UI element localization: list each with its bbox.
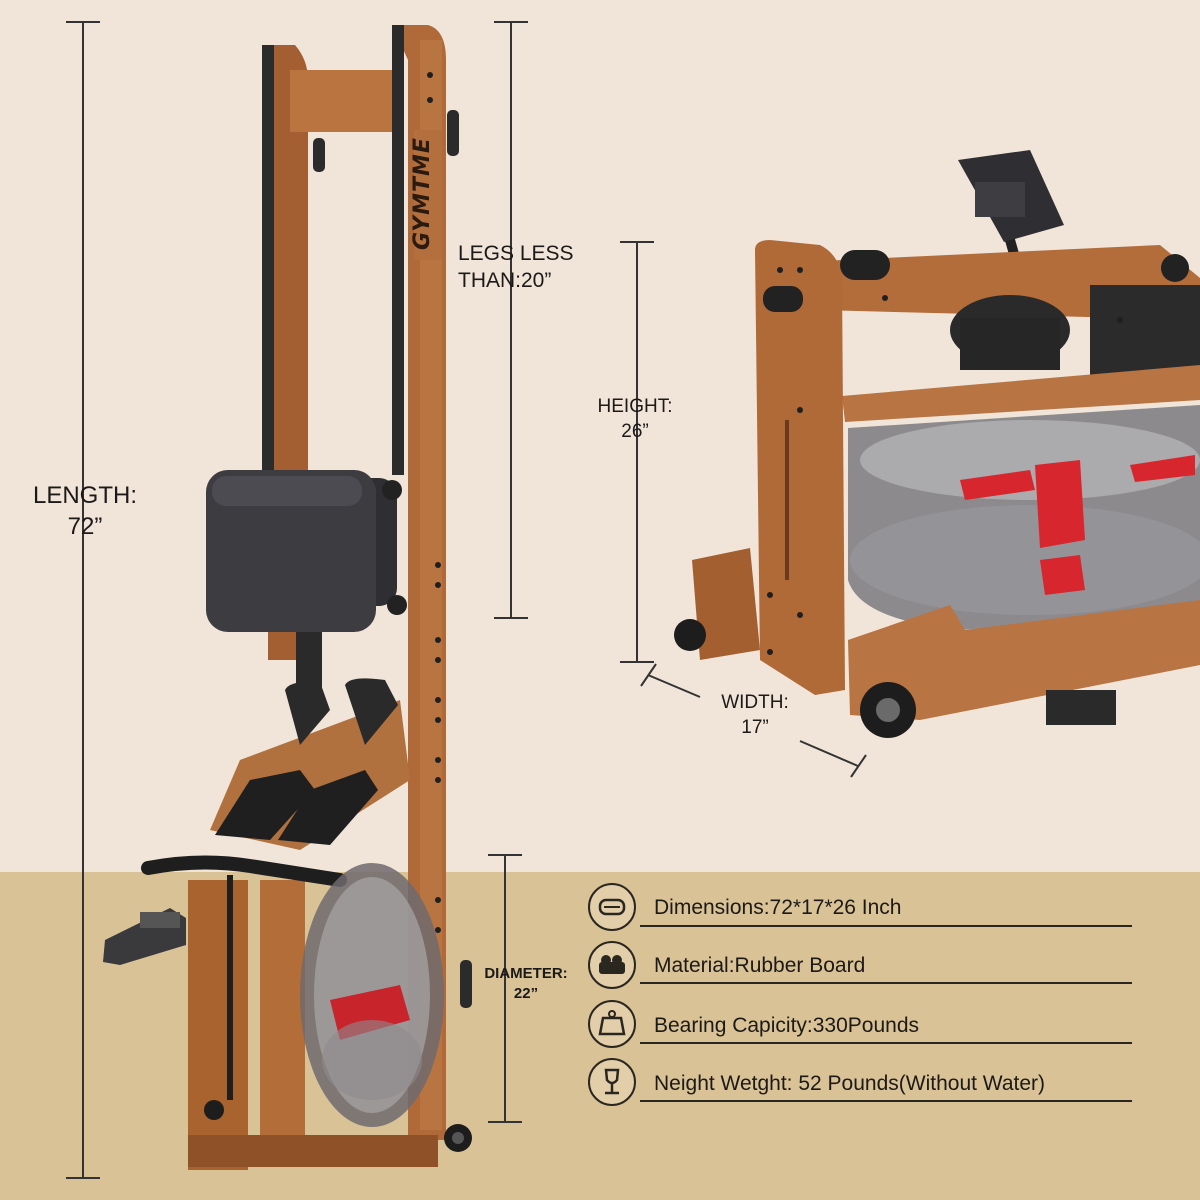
length-dimension-line bbox=[66, 21, 100, 1179]
spec-capacity-divider bbox=[640, 1042, 1132, 1044]
diameter-dimension-line bbox=[488, 854, 522, 1123]
spec-weight-text: Neight Wetght: 52 Pounds(Without Water) bbox=[654, 1072, 1046, 1095]
legs-label-value: THAN:20” bbox=[458, 269, 552, 293]
spec-dimensions-divider bbox=[640, 925, 1132, 927]
spec-capacity-text: Bearing Capicity:330Pounds bbox=[654, 1014, 920, 1037]
width-dimension-line bbox=[640, 663, 867, 778]
height-label-title: HEIGHT: bbox=[597, 396, 673, 417]
legs-label-title: LEGS LESS bbox=[458, 242, 574, 265]
spec-material-text: Material:Rubber Board bbox=[654, 954, 866, 977]
width-label-value: 17” bbox=[741, 716, 769, 738]
dimensions-icon bbox=[588, 883, 636, 931]
spec-dimensions-text: Dimensions:72*17*26 Inch bbox=[654, 896, 902, 919]
spec-weight-divider bbox=[640, 1100, 1132, 1102]
width-label: WIDTH: 17” bbox=[690, 691, 820, 740]
spec-material-divider bbox=[640, 982, 1132, 984]
diameter-label-value: 22” bbox=[513, 984, 539, 1002]
length-label: LENGTH: 72” bbox=[10, 480, 160, 542]
legs-label: LEGS LESS THAN:20” bbox=[458, 240, 574, 295]
brand-logo: GYMTME bbox=[410, 137, 450, 250]
height-label: HEIGHT: 26” bbox=[570, 395, 700, 444]
flat-rower-closeup bbox=[674, 150, 1200, 738]
diameter-label-title: DIAMETER: bbox=[484, 965, 568, 982]
legs-dimension-line bbox=[494, 21, 528, 619]
net-weight-icon bbox=[588, 1058, 636, 1106]
length-label-title: LENGTH: bbox=[32, 482, 137, 509]
width-label-title: WIDTH: bbox=[721, 692, 789, 713]
brand-logo-text: GYMTME bbox=[410, 137, 435, 250]
height-dimension-line bbox=[620, 241, 654, 663]
length-label-value: 72” bbox=[67, 513, 103, 541]
upright-rower bbox=[103, 25, 472, 1170]
height-label-value: 26” bbox=[621, 420, 649, 442]
weight-capacity-icon bbox=[588, 1000, 636, 1048]
material-icon bbox=[588, 941, 636, 989]
diameter-label: DIAMETER: 22” bbox=[470, 964, 582, 1003]
